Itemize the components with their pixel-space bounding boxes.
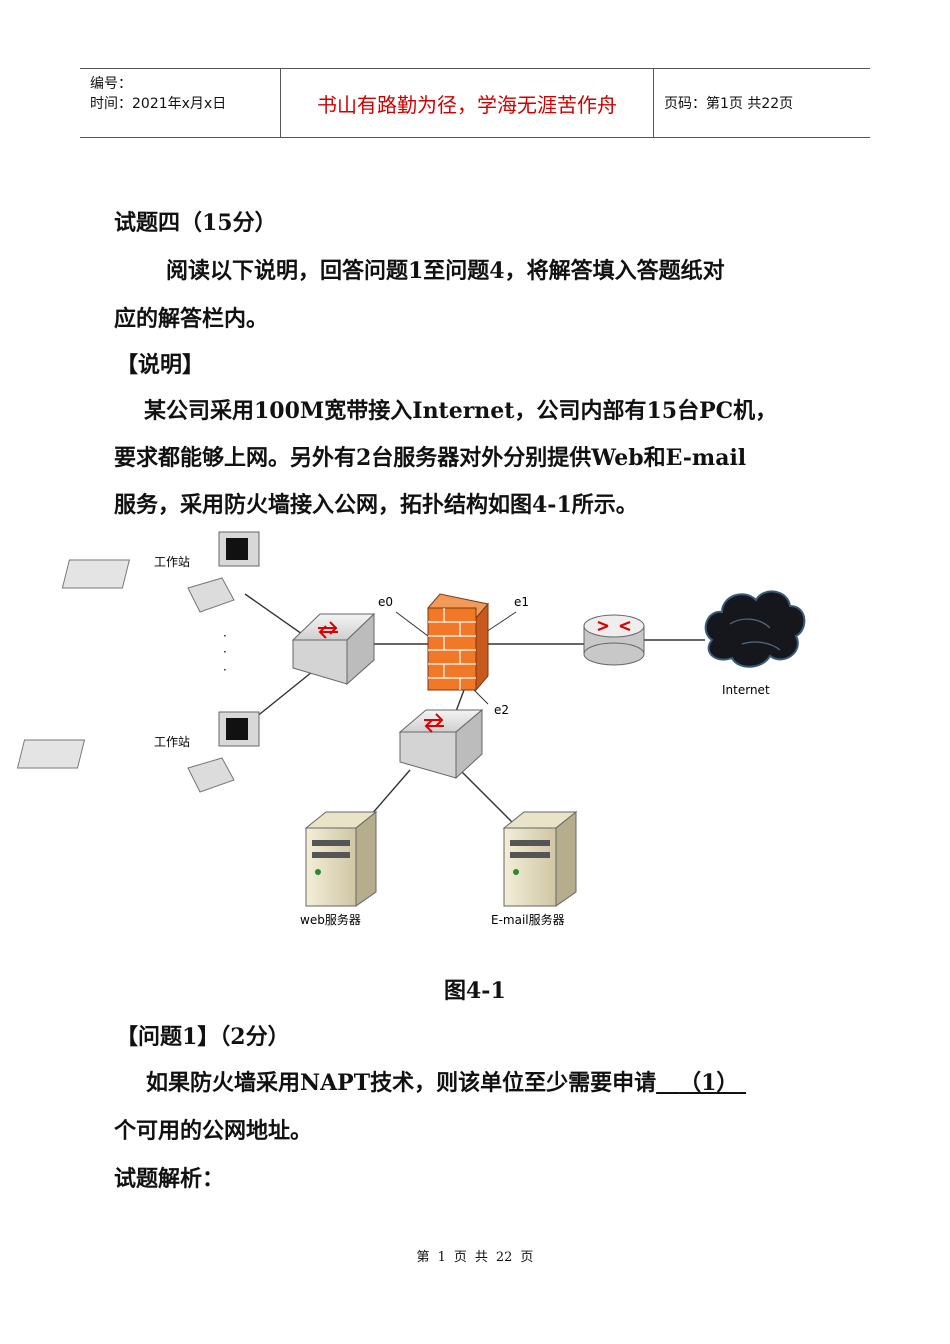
question-1-heading: 【问题1】（2分） xyxy=(116,1024,290,1050)
switch-icon xyxy=(398,708,484,780)
footer-page-word: 页 xyxy=(453,1250,467,1265)
firewall-icon xyxy=(427,593,489,692)
footer-page-number: 1 xyxy=(437,1250,446,1265)
internet-cloud-icon xyxy=(704,590,806,668)
page-header: 编号： 时间：2021年x月x日 书山有路勤为径，学海无涯苦作舟 页码：第1页 … xyxy=(80,68,870,138)
header-page-info: 页码：第1页 共22页 xyxy=(664,96,794,112)
question-1-text: 如果防火墙采用NAPT技术，则该单位至少需要申请 （1） xyxy=(146,1068,876,1098)
switch-icon xyxy=(291,612,376,686)
port-label-e1: e1 xyxy=(514,595,529,609)
header-number-label: 编号： xyxy=(90,76,132,92)
workstation-label: 工作站 xyxy=(154,735,190,749)
ellipsis-dot: · xyxy=(223,663,227,677)
question-title: 试题四（15分） xyxy=(114,210,277,236)
footer-page-prefix: 第 xyxy=(416,1250,430,1265)
workstation-label: 工作站 xyxy=(154,555,190,569)
description-line-2: 要求都能够上网。另外有2台服务器对外分别提供Web和E-mail xyxy=(114,445,747,471)
intro-line-2: 应的解答栏内。 xyxy=(114,306,269,332)
router-icon xyxy=(583,614,645,666)
analysis-label: 试题解析： xyxy=(114,1166,225,1192)
ellipsis-dot: · xyxy=(223,645,227,659)
answer-blank-1: （1） xyxy=(656,1070,746,1096)
port-label-e2: e2 xyxy=(494,703,509,717)
internet-label: Internet xyxy=(722,683,770,697)
network-topology-diagram: 工作站 · · · 工作站 e0 e1 e2 xyxy=(16,531,806,927)
description-line-3: 服务，采用防火墙接入公网，拓扑结构如图4-1所示。 xyxy=(114,492,638,518)
question-1-text-b: 个可用的公网地址。 xyxy=(114,1118,313,1144)
web-server-label: web服务器 xyxy=(300,912,361,927)
footer-total-number: 22 xyxy=(495,1250,513,1265)
web-server-icon xyxy=(304,810,378,907)
answer-blank-label: （1） xyxy=(679,1070,739,1096)
workstation-icon xyxy=(61,531,260,613)
footer-total-word: 页 xyxy=(520,1250,534,1265)
mail-server-label: E-mail服务器 xyxy=(491,912,565,927)
description-line-1: 某公司采用100M宽带接入Internet，公司内部有15台PC机， xyxy=(144,398,778,424)
header-motto: 书山有路勤为径，学海无涯苦作舟 xyxy=(281,69,654,137)
ellipsis-dot: · xyxy=(223,629,227,643)
footer-total-prefix: 共 xyxy=(474,1250,488,1265)
header-date: 时间：2021年x月x日 xyxy=(90,96,227,112)
workstation-icon xyxy=(16,711,260,793)
question-1-text-a: 如果防火墙采用NAPT技术，则该单位至少需要申请 xyxy=(146,1070,657,1096)
header-meta-cell: 编号： 时间：2021年x月x日 xyxy=(80,69,281,137)
section-heading: 【说明】 xyxy=(116,352,205,378)
port-label-e0: e0 xyxy=(378,595,393,609)
figure-caption: 图4-1 xyxy=(444,978,506,1004)
intro-line-1: 阅读以下说明，回答问题1至问题4，将解答填入答题纸对 xyxy=(166,258,725,284)
mail-server-icon xyxy=(502,810,578,907)
